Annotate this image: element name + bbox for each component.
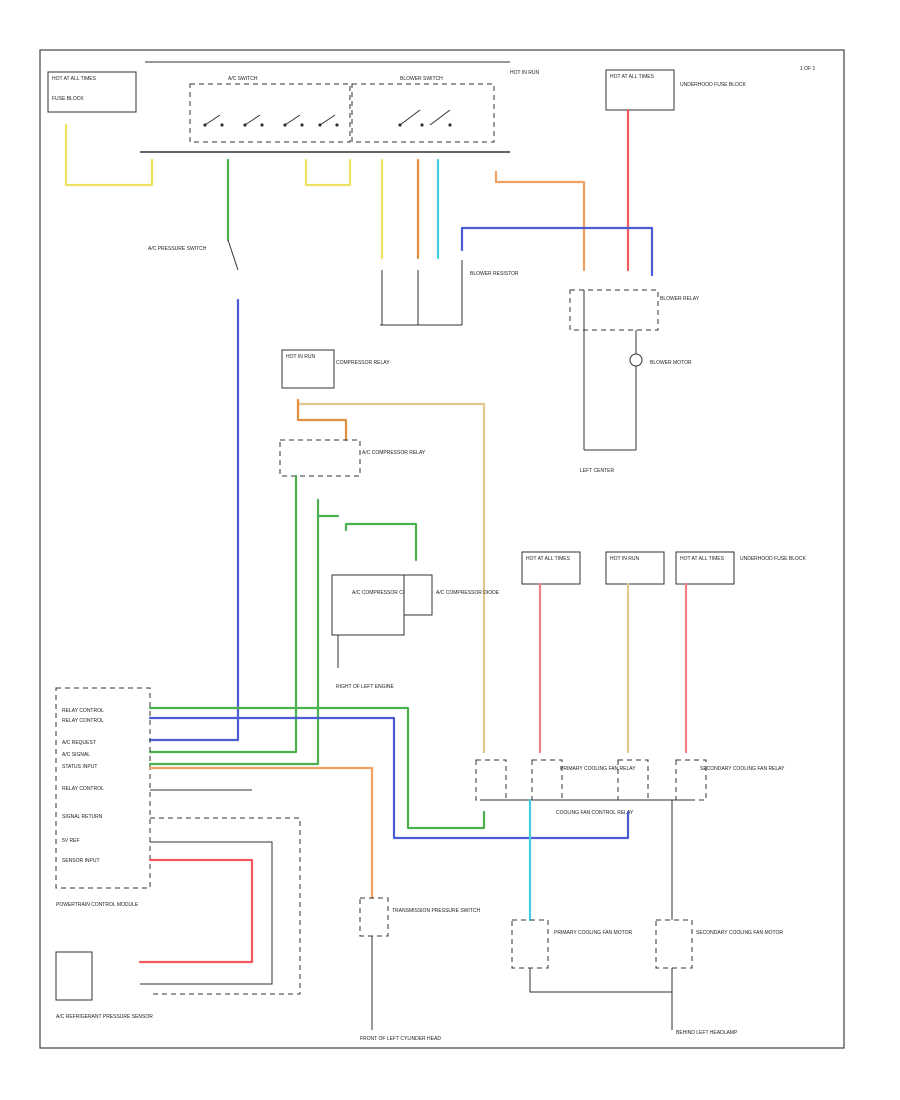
fuse-pair-2 — [605, 551, 665, 585]
pcm-pin-6: SIGNAL RETURN — [62, 814, 103, 820]
wire-green-clutch — [344, 522, 418, 562]
blower-motor-symbol — [629, 353, 643, 367]
label-ground-bottom: FRONT OF LEFT CYLINDER HEAD — [360, 1036, 441, 1042]
fan-relay-contacts — [475, 759, 707, 801]
diagram-frame — [39, 49, 845, 1049]
wire-yellow-left — [64, 123, 154, 187]
pcm-pin-1: RELAY CONTROL — [62, 718, 104, 724]
wire-red-sensor — [138, 858, 254, 964]
label-fuse-pair-right: UNDERHOOD FUSE BLOCK — [740, 556, 807, 562]
label-blower-switch: BLOWER SWITCH — [400, 76, 443, 82]
trans-switch-box — [359, 897, 389, 937]
wire-blue-long — [148, 298, 240, 742]
fuse-box-top-left — [47, 71, 137, 113]
secondary-fan-box — [655, 919, 693, 969]
compressor-fuse-box — [281, 349, 335, 389]
label-fuse-block-tl: FUSE BLOCK — [52, 96, 84, 102]
label-trans-switch: TRANSMISSION PRESSURE SWITCH — [392, 908, 480, 914]
pcm-pin-2: A/C REQUEST — [62, 740, 96, 746]
pcm-pin-4: STATUS INPUT — [62, 764, 97, 770]
wire-dark-orange-mid — [296, 398, 348, 442]
corner-label: 1 OF 1 — [800, 66, 816, 72]
fan-ground-run — [529, 968, 673, 993]
pcm-pin-8: SENSOR INPUT — [62, 858, 100, 864]
wire-green-long — [148, 514, 320, 766]
label-pressure-switch: A/C PRESSURE SWITCH — [148, 246, 207, 252]
label-fan-relay-2: COOLING FAN CONTROL RELAY — [556, 810, 634, 816]
label-secondary-fan: SECONDARY COOLING FAN MOTOR — [696, 930, 783, 936]
wire-yellow-mid — [304, 158, 352, 187]
label-compressor-diode: A/C COMPRESSOR DIODE — [436, 590, 500, 596]
ac-switch-group — [189, 83, 351, 143]
label-ground-left-mid: LEFT CENTER — [580, 468, 614, 474]
pcm-pin-0: RELAY CONTROL — [62, 708, 104, 714]
label-blower-resistor: BLOWER RESISTOR — [470, 271, 519, 277]
wire-blue-relay-control — [148, 716, 630, 840]
label-ground-right-bottom: BEHIND LEFT HEADLAMP — [676, 1030, 738, 1036]
refrig-sensor-box — [55, 951, 93, 1001]
label-fuse-pair-1: HOT AT ALL TIMES — [526, 556, 571, 562]
label-compressor-clutch: A/C COMPRESSOR CLUTCH — [352, 590, 420, 596]
blower-relay-box — [569, 289, 659, 331]
pcm-box — [55, 687, 151, 889]
label-hot-run-tl: HOT AT ALL TIMES — [52, 76, 97, 82]
wire-5v-ref — [140, 841, 273, 985]
wire-green-relay-control — [148, 706, 486, 830]
label-blower-motor: BLOWER MOTOR — [650, 360, 692, 366]
label-fuse-pair-3: HOT AT ALL TIMES — [680, 556, 725, 562]
pcm-pin-7: 5V REF — [62, 838, 80, 844]
wire-orange-status — [148, 766, 374, 900]
compressor-diode-box — [403, 574, 433, 616]
fuse-box-top-right — [605, 69, 675, 111]
fuse-pair-3 — [675, 551, 735, 585]
blower-switch-box — [351, 83, 495, 143]
label-ac-switch: A/C SWITCH — [228, 76, 258, 82]
label-hot-run-center: HOT IN RUN — [510, 70, 539, 76]
label-pcm: POWERTRAIN CONTROL MODULE — [56, 902, 139, 908]
wire-orange-top — [494, 170, 586, 272]
primary-fan-box — [511, 919, 549, 969]
label-compressor-relay: A/C COMPRESSOR RELAY — [362, 450, 426, 456]
label-refrig-sensor: A/C REFRIGERANT PRESSURE SENSOR — [56, 1014, 153, 1020]
blower-switch-contacts — [398, 109, 452, 127]
ac-switch-contacts — [203, 114, 339, 127]
label-underhood-tr: UNDERHOOD FUSE BLOCK — [680, 82, 747, 88]
label-compressor-fuse: COMPRESSOR RELAY — [336, 360, 390, 366]
wire-signal-return — [150, 817, 301, 995]
compressor-clutch-box — [331, 574, 405, 636]
wire-green-relay — [148, 474, 298, 754]
label-fan-relay-3: SECONDARY COOLING FAN RELAY — [700, 766, 785, 772]
pcm-pin-labels: RELAY CONTROL RELAY CONTROL A/C REQUEST … — [62, 708, 104, 864]
compressor-relay-box — [279, 439, 361, 477]
wire-blue-resistor — [460, 226, 654, 277]
label-blower-relay: BLOWER RELAY — [660, 296, 700, 302]
fuse-pair-1 — [521, 551, 581, 585]
label-primary-fan: PRIMARY COOLING FAN MOTOR — [554, 930, 632, 936]
label-fuse-pair-2: HOT IN RUN — [610, 556, 639, 562]
label-hot-run-mid: HOT IN RUN — [286, 354, 315, 360]
label-hot-run-tr: HOT AT ALL TIMES — [610, 74, 655, 80]
pcm-pin-3: A/C SIGNAL — [62, 752, 90, 758]
label-fan-relay-1: PRIMARY COOLING FAN RELAY — [560, 766, 636, 772]
wire-green-signal — [316, 498, 340, 518]
label-ground-compressor: RIGHT OF LEFT ENGINE — [336, 684, 395, 690]
pcm-pin-5: RELAY CONTROL — [62, 786, 104, 792]
